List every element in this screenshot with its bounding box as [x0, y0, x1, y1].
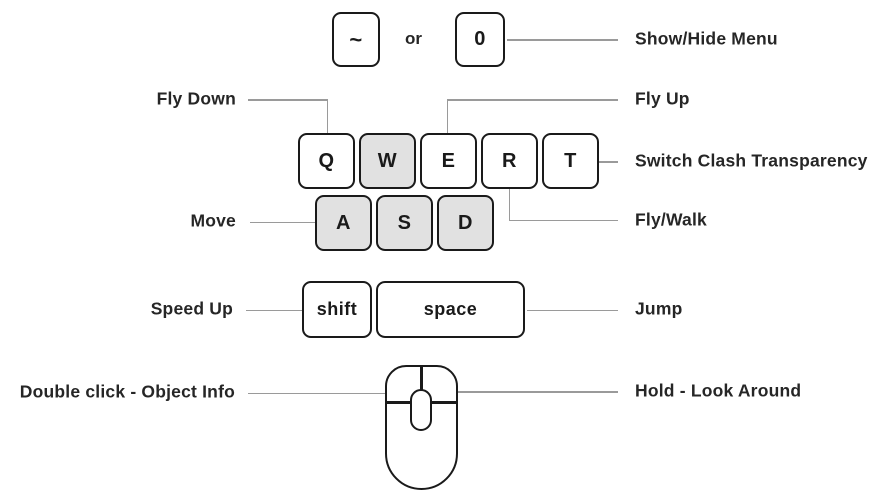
connector-fly-down-vertical [326, 99, 328, 133]
key-a: A [315, 195, 372, 251]
key-d: D [437, 195, 494, 251]
connector-fly-walk-vertical [508, 189, 510, 221]
label-switch-clash-transparency: Switch Clash Transparency [635, 150, 868, 171]
key-zero: 0 [455, 12, 505, 67]
connector-move [250, 221, 315, 223]
label-show-hide-menu: Show/Hide Menu [635, 28, 778, 49]
connector-fly-walk-horizontal [508, 219, 618, 221]
key-e: E [420, 133, 477, 189]
connector-fly-up-horizontal [446, 99, 618, 101]
connector-fly-down-horizontal [248, 99, 328, 101]
or-label: or [405, 29, 422, 49]
key-t: T [542, 133, 599, 189]
label-move: Move [190, 210, 236, 231]
connector-fly-up-vertical [446, 99, 448, 133]
label-hold-look-around: Hold - Look Around [635, 380, 802, 401]
label-double-click-object-info: Double click - Object Info [19, 381, 235, 402]
label-fly-down: Fly Down [156, 88, 236, 109]
key-shift: shift [302, 281, 372, 338]
label-fly-walk: Fly/Walk [635, 209, 707, 230]
key-s: S [376, 195, 433, 251]
label-speed-up: Speed Up [150, 298, 233, 319]
mouse-button-divider [420, 366, 423, 394]
key-tilde: ~ [332, 12, 380, 67]
connector-double-click [248, 392, 385, 394]
mouse-scroll-wheel [410, 389, 432, 431]
connector-show-hide-menu [507, 39, 618, 41]
connector-switch-clash [599, 161, 618, 163]
key-w: W [359, 133, 416, 189]
key-space: space [376, 281, 525, 338]
key-q: Q [298, 133, 355, 189]
connector-hold-look-around [458, 391, 618, 393]
key-r: R [481, 133, 538, 189]
label-fly-up: Fly Up [635, 88, 690, 109]
connector-speed-up [246, 309, 302, 311]
label-jump: Jump [635, 298, 683, 319]
connector-jump [527, 309, 618, 311]
